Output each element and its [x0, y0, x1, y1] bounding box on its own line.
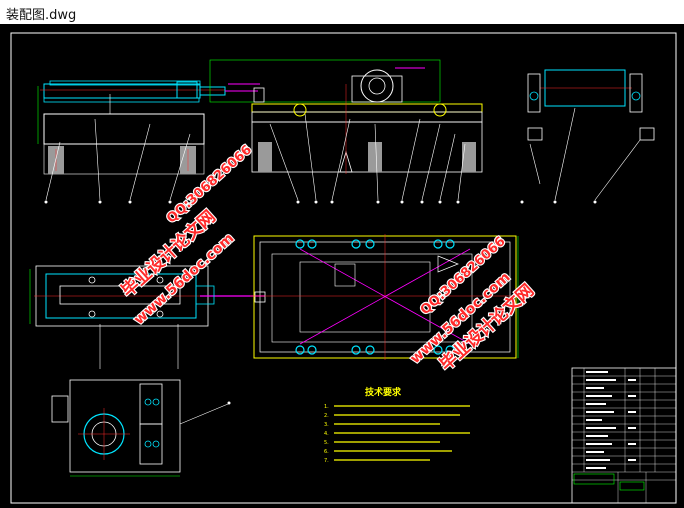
svg-text:4.: 4. [324, 431, 329, 437]
plan-view-bearings [295, 239, 455, 355]
notes-lines: 1. 2. 3. 4. 5. 6. 7. [324, 404, 329, 464]
outer-frame [10, 32, 677, 504]
leader-dots-middle [296, 200, 460, 204]
gear-housing-view [51, 379, 231, 477]
cylinder-side-view [37, 80, 258, 175]
leader-dots-left [44, 200, 172, 204]
cad-drawing: 技术要求 1. 2. 3. 4. 5. 6. 7. [10, 32, 677, 504]
title-block [571, 367, 677, 504]
drawing-canvas[interactable]: 技术要求 1. 2. 3. 4. 5. 6. 7. [0, 24, 684, 508]
watermark-right: www.56doc.com 毕业设计论文网 QQ:306826066 [406, 233, 539, 376]
technical-notes: 技术要求 1. 2. 3. 4. 5. 6. 7. [324, 386, 470, 464]
notes-text-strokes [334, 405, 470, 461]
svg-text:1.: 1. [324, 404, 329, 410]
front-view-top [209, 59, 483, 174]
cylinder-top-view [29, 265, 266, 369]
roller-side-view [520, 69, 655, 204]
notes-title: 技术要求 [365, 386, 402, 398]
title-bar: 装配图.dwg [0, 0, 684, 25]
svg-text:7.: 7. [324, 458, 329, 464]
svg-text:6.: 6. [324, 449, 329, 455]
leader-lines-middle [269, 113, 466, 201]
window-title: 装配图.dwg [6, 8, 77, 23]
leader-lines-left [45, 94, 191, 201]
svg-text:2.: 2. [324, 413, 329, 419]
svg-text:5.: 5. [324, 440, 329, 446]
svg-text:3.: 3. [324, 422, 329, 428]
plan-view-frame [250, 234, 520, 360]
